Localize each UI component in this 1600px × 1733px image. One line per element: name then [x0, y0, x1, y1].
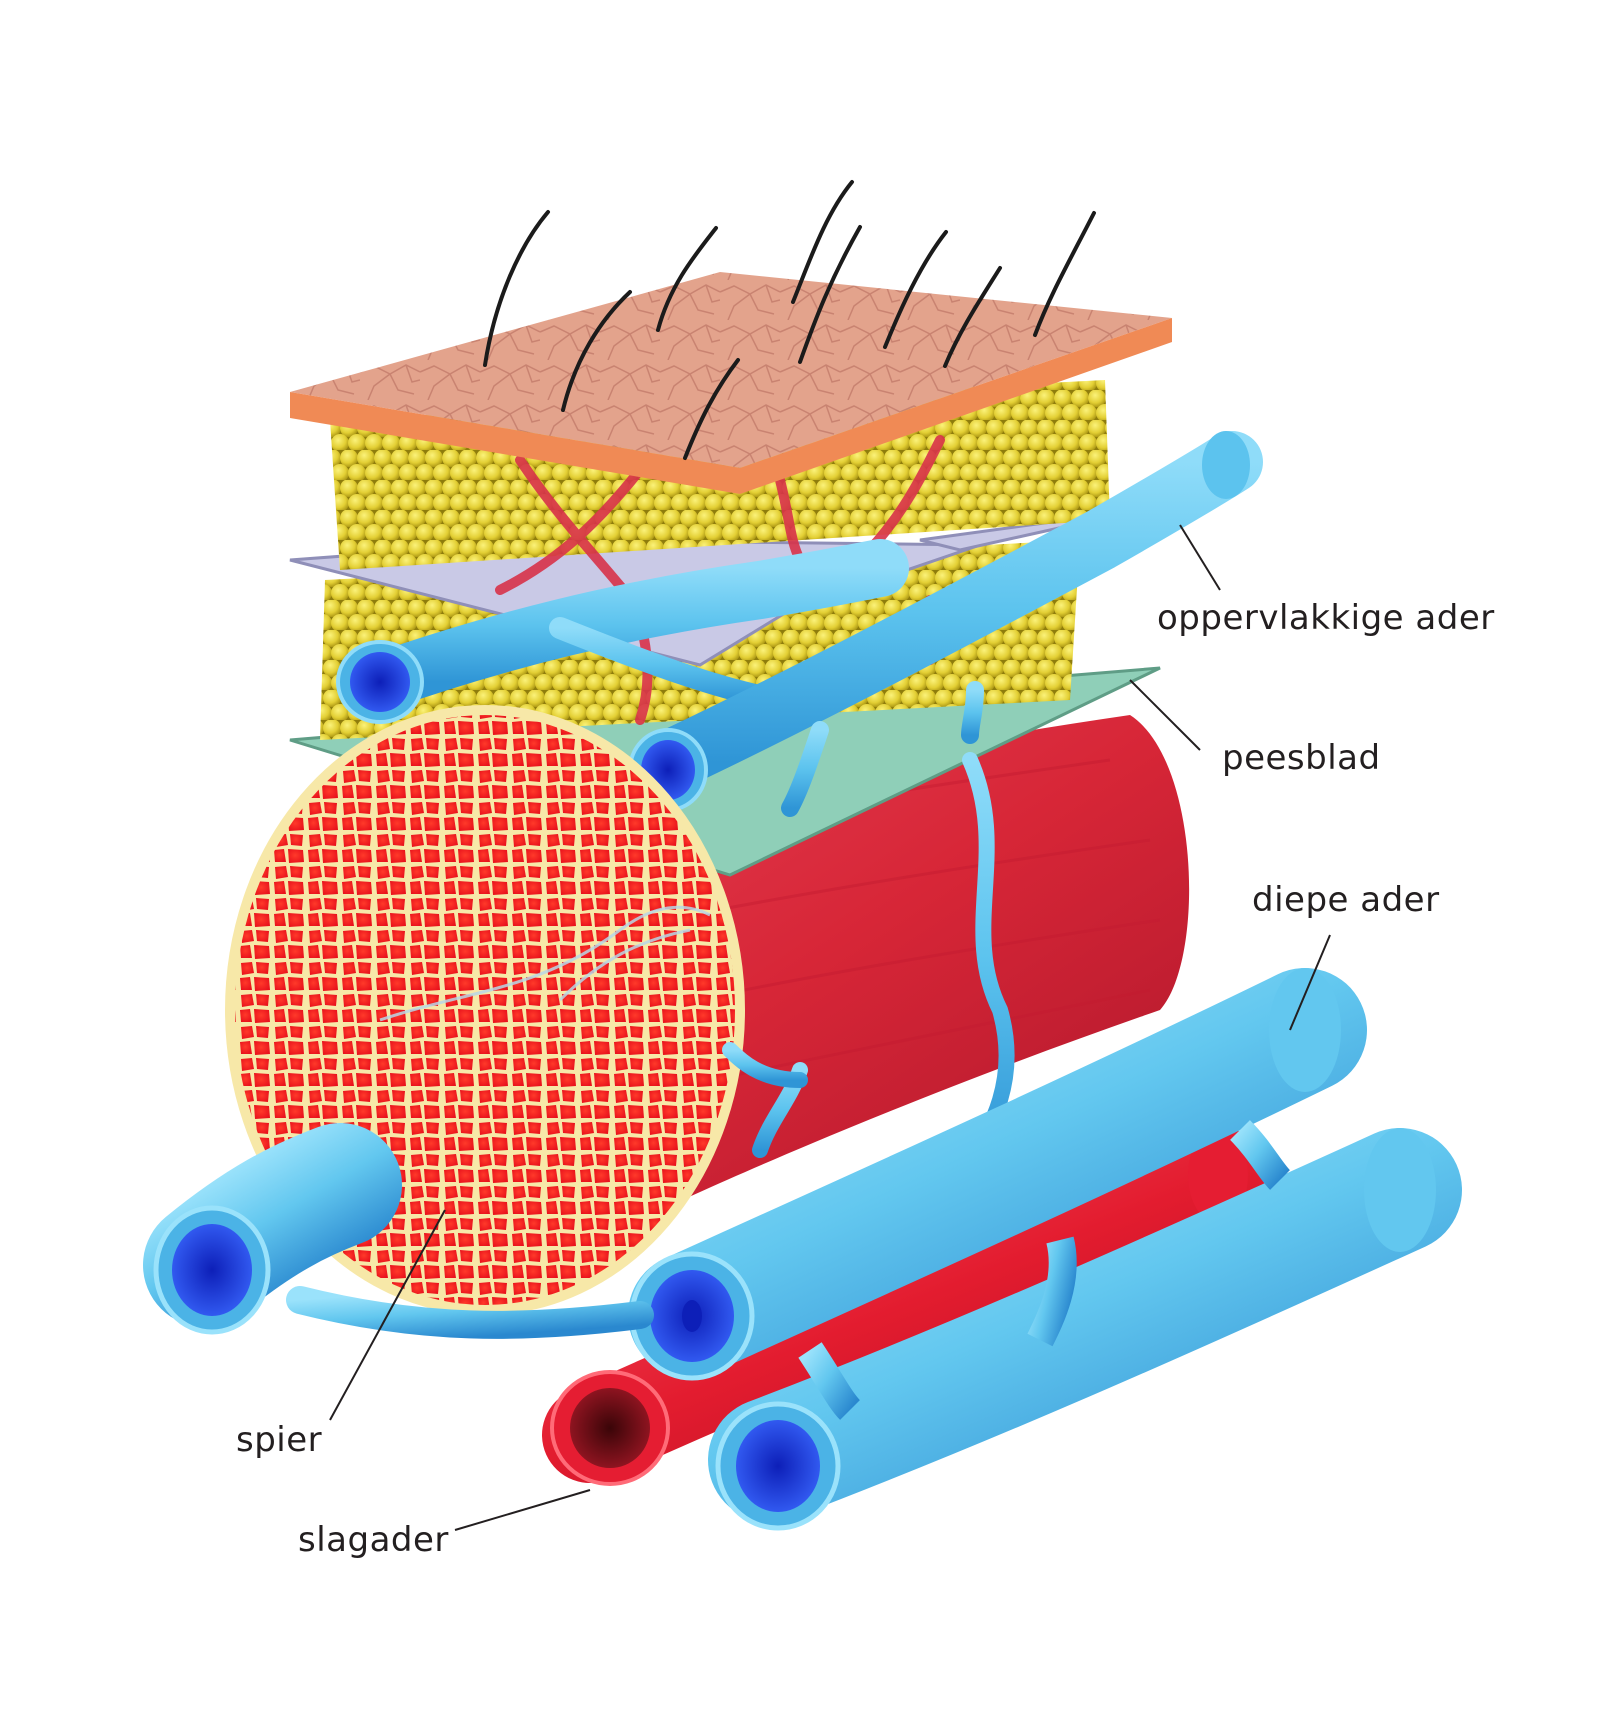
leader-diepe: [1289, 934, 1331, 1031]
label-muscle: spier: [236, 1420, 323, 1460]
skin-edge: [290, 318, 1172, 494]
leader-lines: [329, 524, 1331, 1531]
artery: [542, 1127, 1268, 1483]
leader-oppervlakkige: [1179, 524, 1221, 591]
label-deep-vein: diepe ader: [1252, 880, 1440, 920]
deep-vein-system: [628, 968, 1462, 1531]
leader-peesblad: [1129, 679, 1201, 751]
leader-slagader: [454, 1489, 591, 1531]
label-artery: slagader: [298, 1520, 449, 1560]
label-superficial-vein: oppervlakkige ader: [1157, 598, 1495, 638]
hairs: [483, 180, 1096, 460]
label-fascia: peesblad: [1222, 738, 1381, 778]
leader-spier: [329, 1209, 446, 1421]
